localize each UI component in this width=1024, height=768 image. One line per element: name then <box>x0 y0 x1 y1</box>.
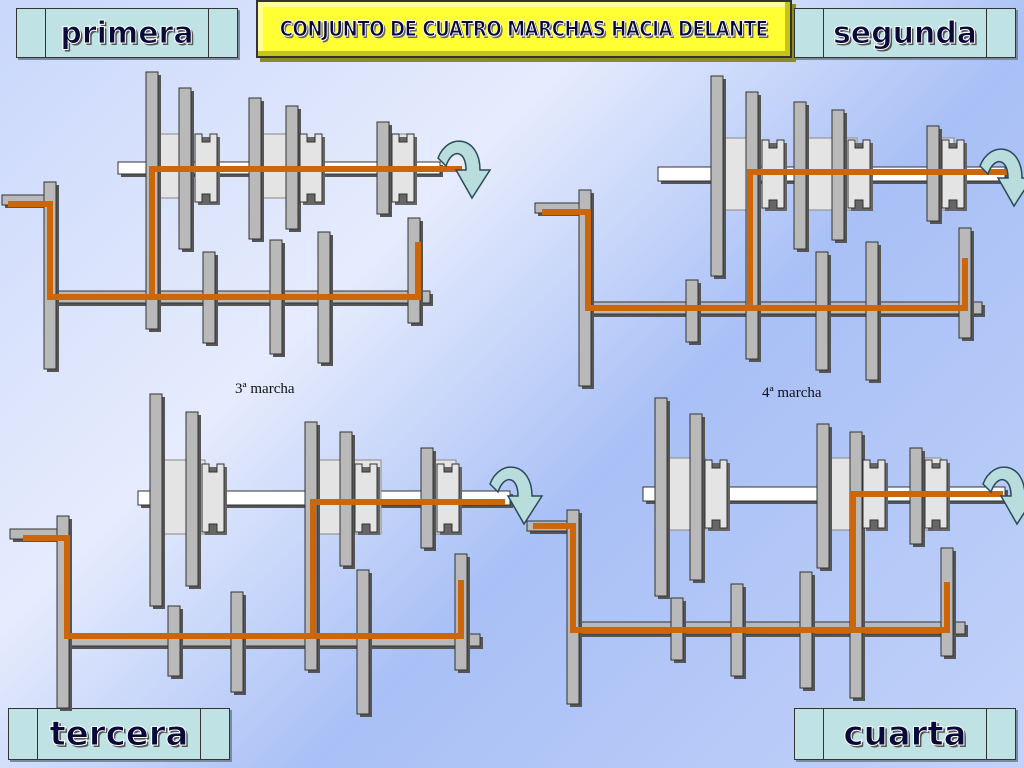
gear <box>689 413 703 581</box>
gear <box>710 75 724 277</box>
gear <box>420 447 434 549</box>
rotation-arrow-icon <box>437 140 492 200</box>
gear <box>654 397 668 597</box>
power-flow-path <box>542 209 968 311</box>
power-flow-path <box>533 523 950 633</box>
power-flow-path <box>747 169 1008 308</box>
gear <box>793 101 807 250</box>
label-tercera: tercera <box>8 708 230 760</box>
gearbox-diagram-cuarta <box>526 397 1024 707</box>
gear <box>149 393 163 607</box>
gear <box>167 605 181 677</box>
label-cuarta-text: cuarta <box>843 714 967 755</box>
gearbox-diagram-segunda <box>534 75 1024 389</box>
gearbox-diagram-primera <box>1 71 492 372</box>
power-flow-path <box>149 166 462 297</box>
label-segunda-text: segunda <box>832 15 978 51</box>
power-flow-path <box>8 201 421 300</box>
label-cuarta: cuarta <box>794 708 1016 760</box>
label-primera-text: primera <box>60 15 194 51</box>
gear <box>185 411 199 587</box>
label-segunda: segunda <box>794 8 1016 58</box>
rotation-arrow-icon <box>489 466 544 526</box>
power-flow-path <box>310 499 505 636</box>
power-flow-path <box>850 491 1003 630</box>
caption-4a-marcha: 4ª marcha <box>762 385 822 401</box>
synchro-sleeve <box>704 459 728 529</box>
title-banner: CONJUNTO DE CUATRO MARCHAS HACIA DELANTE <box>256 0 792 58</box>
gear <box>356 569 370 715</box>
label-tercera-text: tercera <box>49 714 189 755</box>
gearbox-diagram-tercera <box>9 393 544 717</box>
label-primera: primera <box>16 8 238 58</box>
gear <box>230 591 244 693</box>
power-flow-path <box>23 535 464 639</box>
rotation-arrow-icon <box>979 148 1024 208</box>
synchro-sleeve <box>354 463 378 533</box>
synchro-sleeve <box>436 463 460 533</box>
rotation-arrow-icon <box>982 466 1024 526</box>
title-text: CONJUNTO DE CUATRO MARCHAS HACIA DELANTE <box>280 17 769 42</box>
synchro-sleeve <box>201 463 225 533</box>
gear <box>816 423 830 569</box>
caption-3a-marcha: 3ª marcha <box>235 381 295 397</box>
